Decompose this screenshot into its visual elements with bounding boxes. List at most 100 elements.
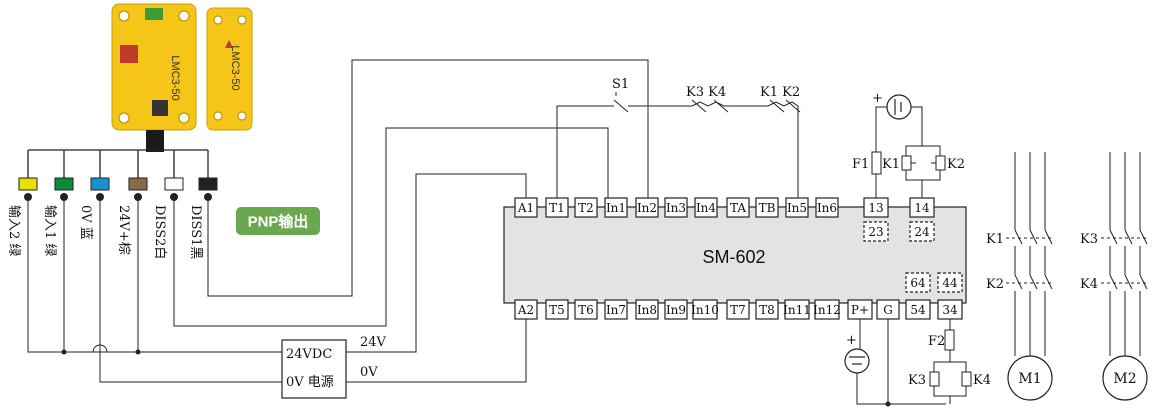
- svg-text:24: 24: [914, 225, 930, 239]
- svg-text:64: 64: [910, 276, 926, 290]
- svg-text:44: 44: [942, 276, 958, 290]
- power-24vdc-label: 24VDC: [286, 347, 332, 362]
- terminal-t6[interactable]: [574, 299, 598, 320]
- wire-color-swatches: [18, 177, 218, 191]
- svg-text:In12: In12: [813, 303, 841, 317]
- svg-text:P+: P+: [851, 303, 869, 317]
- contact-k4-label: K4: [1080, 277, 1098, 292]
- motor-m2-icon: [1102, 355, 1148, 401]
- svg-text:T6: T6: [578, 303, 594, 317]
- module-name: SM-602: [702, 247, 765, 267]
- sensor-led: [145, 8, 163, 20]
- power-supply: 24VDC 0V 电源: [281, 339, 347, 399]
- svg-text:54: 54: [910, 303, 926, 317]
- fuse-f1-label: F1: [852, 157, 869, 172]
- wire-label-24v: 24V+棕: [116, 205, 131, 255]
- terminal-t8[interactable]: [755, 299, 779, 320]
- svg-text:13: 13: [868, 201, 883, 215]
- module-bottom-terminals: A2 T5 T6 In7 In8 In9 In10 T7 T8 In11 In1…: [514, 299, 900, 320]
- terminal-64: [905, 272, 931, 293]
- motor-m1-label: M1: [1018, 371, 1041, 387]
- contact-k1-label: K1: [986, 232, 1004, 247]
- fuse-f2: [944, 329, 955, 351]
- contact-k2-label: K2: [986, 277, 1004, 292]
- svg-text:In3: In3: [666, 201, 686, 215]
- terminal-in8[interactable]: [635, 299, 659, 320]
- svg-text:In9: In9: [666, 303, 686, 317]
- pnp-output-badge: PNP输出: [236, 207, 320, 235]
- 0v-wire-label: 0V: [360, 365, 378, 380]
- svg-text:A2: A2: [517, 303, 534, 317]
- svg-text:14: 14: [914, 201, 930, 215]
- svg-text:T7: T7: [730, 303, 746, 317]
- terminal-23: [863, 221, 889, 242]
- terminal-in2[interactable]: [635, 197, 659, 218]
- brand-logo: [120, 45, 138, 63]
- sensor-model-label: LMC3-50: [169, 55, 181, 100]
- actuator-body: [206, 7, 253, 131]
- module-dashed-terminals: 23 24 64 44: [863, 221, 963, 293]
- svg-text:In10: In10: [691, 303, 719, 317]
- sensor-wire-taps: [27, 150, 209, 178]
- terminal-a2[interactable]: [514, 299, 538, 320]
- contact-k3-label: K3: [1080, 232, 1098, 247]
- 24v-wire-label: 24V: [360, 335, 387, 350]
- sensor-cable: [146, 130, 164, 152]
- green-wire-swatch: [54, 177, 74, 191]
- relay-k1-label: K1: [882, 157, 900, 172]
- terminal-t7[interactable]: [726, 299, 750, 320]
- relay-k1-coil: [901, 155, 912, 171]
- svg-text:In11: In11: [783, 303, 811, 317]
- contacts-k3k4-label: K3 K4: [686, 85, 726, 100]
- relay-k4-coil: [961, 371, 972, 387]
- fuse-f1: [871, 151, 882, 175]
- relay-k2-coil: [935, 155, 946, 171]
- svg-text:In7: In7: [606, 303, 626, 317]
- terminal-t2[interactable]: [574, 197, 598, 218]
- safety-sensor: LMC3-50 LMC3-50: [111, 3, 253, 152]
- svg-text:T5: T5: [549, 303, 565, 317]
- terminal-in5[interactable]: [785, 197, 809, 218]
- blue-wire-swatch: [90, 177, 110, 191]
- relay-k4-label: K4: [973, 373, 991, 388]
- svg-text:In6: In6: [817, 201, 837, 215]
- brown-wire-swatch: [128, 177, 148, 191]
- terminal-in12[interactable]: [814, 299, 840, 320]
- wire-label-0v: 0V 蓝: [78, 205, 93, 240]
- svg-text:34: 34: [942, 303, 958, 317]
- terminal-in7[interactable]: [604, 299, 628, 320]
- wire-label-input1: 输入1 绿: [42, 205, 58, 256]
- wire-label-diss2: DISS2白: [152, 205, 168, 259]
- yellow-wire-swatch: [18, 177, 38, 191]
- svg-text:In5: In5: [787, 201, 807, 215]
- contacts-k1k2-label: K1 K2: [760, 85, 800, 100]
- terminal-t5[interactable]: [545, 299, 569, 320]
- fuse-f2-label: F2: [928, 334, 945, 349]
- dc-source-bottom-icon: [844, 348, 870, 374]
- svg-text:23: 23: [868, 225, 883, 239]
- motor-m1-circuit: M1 K1 K2: [986, 152, 1053, 401]
- svg-text:TB: TB: [759, 201, 776, 215]
- terminal-ta[interactable]: [726, 197, 750, 218]
- terminal-in4[interactable]: [694, 197, 718, 218]
- terminal-tb[interactable]: [755, 197, 779, 218]
- dc-source-top-icon: [886, 94, 912, 120]
- svg-text:+: +: [872, 91, 883, 106]
- pnp-output-label: PNP输出: [248, 213, 309, 231]
- terminal-in3[interactable]: [664, 197, 688, 218]
- terminal-in9[interactable]: [664, 299, 688, 320]
- terminal-in1[interactable]: [604, 197, 628, 218]
- svg-text:In4: In4: [696, 201, 716, 215]
- black-wire-swatch: [198, 177, 218, 191]
- terminal-in10[interactable]: [692, 299, 718, 320]
- svg-text:T1: T1: [549, 201, 565, 215]
- terminal-44: [937, 272, 963, 293]
- terminal-a1[interactable]: [514, 197, 538, 218]
- terminal-54[interactable]: [905, 299, 931, 320]
- svg-text:In2: In2: [637, 201, 657, 215]
- terminal-in6[interactable]: [815, 197, 839, 218]
- motor-m2-label: M2: [1113, 371, 1136, 387]
- terminal-24: [909, 221, 935, 242]
- motor-m2-circuit: M2 K3 K4: [1080, 152, 1148, 401]
- terminal-in11[interactable]: [784, 299, 810, 320]
